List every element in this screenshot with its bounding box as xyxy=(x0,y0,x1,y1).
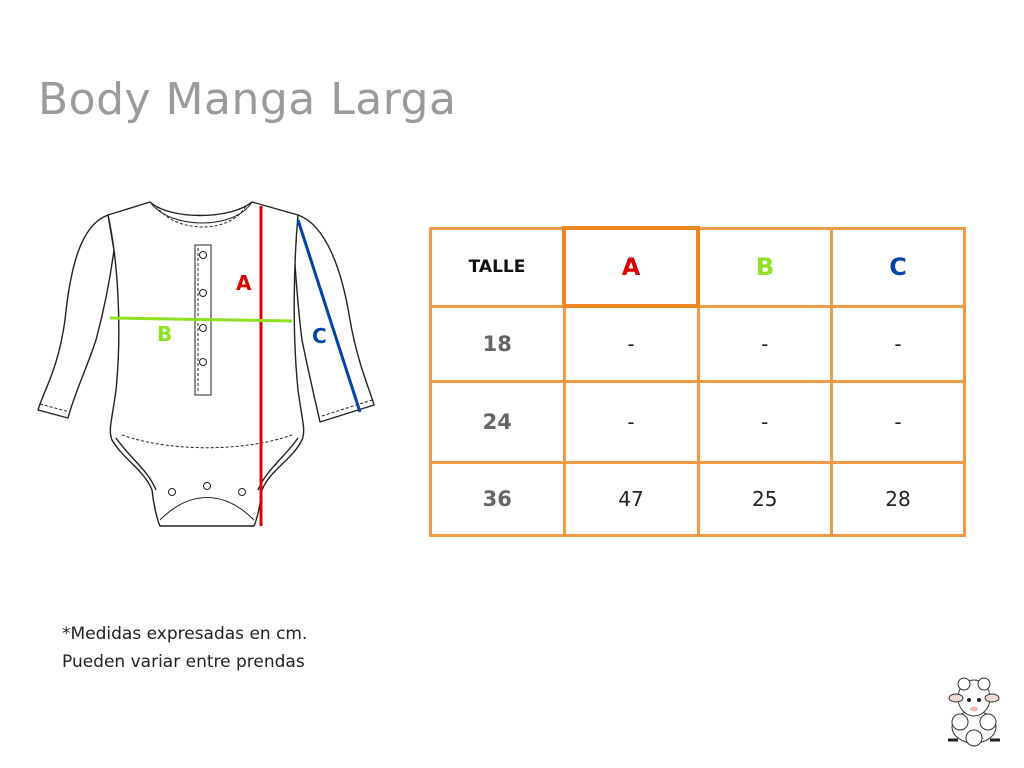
bodysuit-diagram: A B C xyxy=(37,201,375,527)
label-c: C xyxy=(312,324,327,348)
footnote-line-2: Pueden variar entre prendas xyxy=(62,652,305,672)
footnote-line-1: *Medidas expresadas en cm. xyxy=(62,624,308,644)
value-cell-a: 47 xyxy=(562,461,700,537)
value-cell-c: 28 xyxy=(830,461,966,537)
page-title: Body Manga Larga xyxy=(38,74,457,125)
footnote: *Medidas expresadas en cm. Pueden variar… xyxy=(62,620,307,676)
table-row: 24 - - - xyxy=(429,380,966,464)
table-row: 36 47 25 28 xyxy=(429,461,966,537)
value-cell-a: - xyxy=(562,304,700,383)
header-talle: TALLE xyxy=(429,226,566,308)
value-cell-c: - xyxy=(830,380,966,464)
size-table: TALLE A B C 18 - - - 24 - - - 36 47 25 2… xyxy=(429,226,966,537)
value-cell-b: - xyxy=(696,380,833,464)
value-cell-b: 25 xyxy=(696,461,833,537)
header-b: B xyxy=(696,226,833,308)
size-cell: 24 xyxy=(429,380,566,464)
table-row: 18 - - - xyxy=(429,304,966,383)
size-cell: 18 xyxy=(429,304,566,383)
value-cell-a: - xyxy=(562,380,700,464)
value-cell-b: - xyxy=(696,304,833,383)
label-b: B xyxy=(157,322,172,346)
size-cell: 36 xyxy=(429,461,566,537)
header-c: C xyxy=(830,226,966,308)
header-a: A xyxy=(562,226,700,308)
sheep-icon xyxy=(948,677,1000,747)
label-a: A xyxy=(236,271,252,295)
value-cell-c: - xyxy=(830,304,966,383)
table-header-row: TALLE A B C xyxy=(429,226,966,308)
